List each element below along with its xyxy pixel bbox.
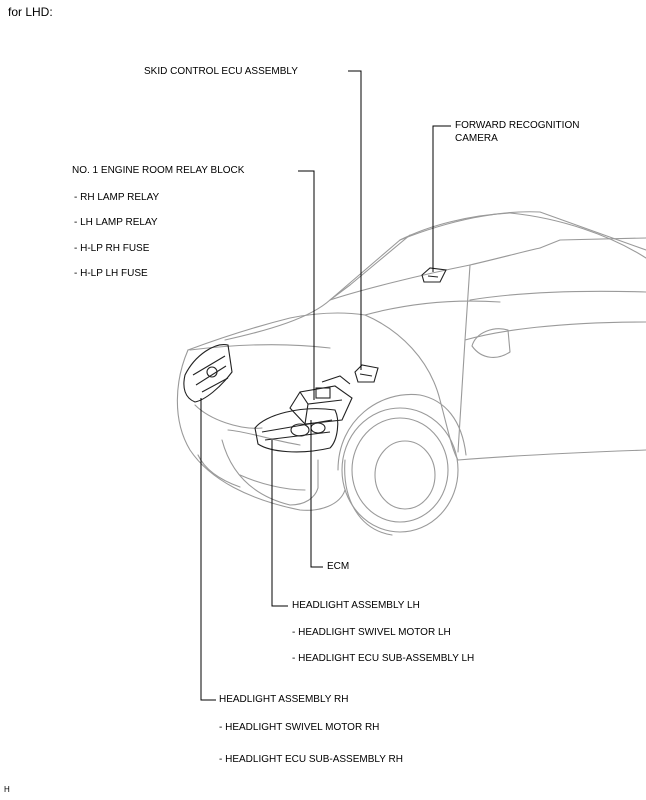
label-headlight-rh-item: - HEADLIGHT ECU SUB-ASSEMBLY RH	[219, 754, 403, 765]
car-body-outline	[176, 211, 646, 536]
label-forward-camera-line1: FORWARD RECOGNITION	[455, 120, 580, 131]
label-ecm: ECM	[327, 561, 350, 572]
relay-block-ecm-part	[289, 375, 353, 425]
label-relay-item: - RH LAMP RELAY	[74, 192, 160, 203]
label-headlight-rh-item: - HEADLIGHT SWIVEL MOTOR RH	[219, 722, 380, 733]
label-headlight-lh-item: - HEADLIGHT ECU SUB-ASSEMBLY LH	[292, 653, 475, 664]
variant-caption: for LHD:	[8, 5, 53, 19]
label-relay-block: NO. 1 ENGINE ROOM RELAY BLOCK	[72, 165, 245, 176]
label-headlight-lh-item: - HEADLIGHT SWIVEL MOTOR LH	[292, 627, 451, 638]
label-headlight-rh: HEADLIGHT ASSEMBLY RH	[219, 694, 349, 705]
label-headlight-lh: HEADLIGHT ASSEMBLY LH	[292, 600, 420, 611]
skid-control-ecu-part	[354, 364, 379, 383]
label-skid-control-ecu: SKID CONTROL ECU ASSEMBLY	[144, 66, 298, 77]
leader-lines	[200, 70, 451, 701]
label-relay-item: - LH LAMP RELAY	[74, 217, 158, 228]
label-relay-item: - H-LP RH FUSE	[74, 243, 150, 254]
figure-code: H	[4, 785, 10, 794]
label-relay-item: - H-LP LH FUSE	[74, 268, 148, 279]
forward-camera-part	[421, 267, 447, 283]
label-forward-camera-line2: CAMERA	[455, 133, 498, 144]
headlight-rh-part	[183, 344, 233, 403]
